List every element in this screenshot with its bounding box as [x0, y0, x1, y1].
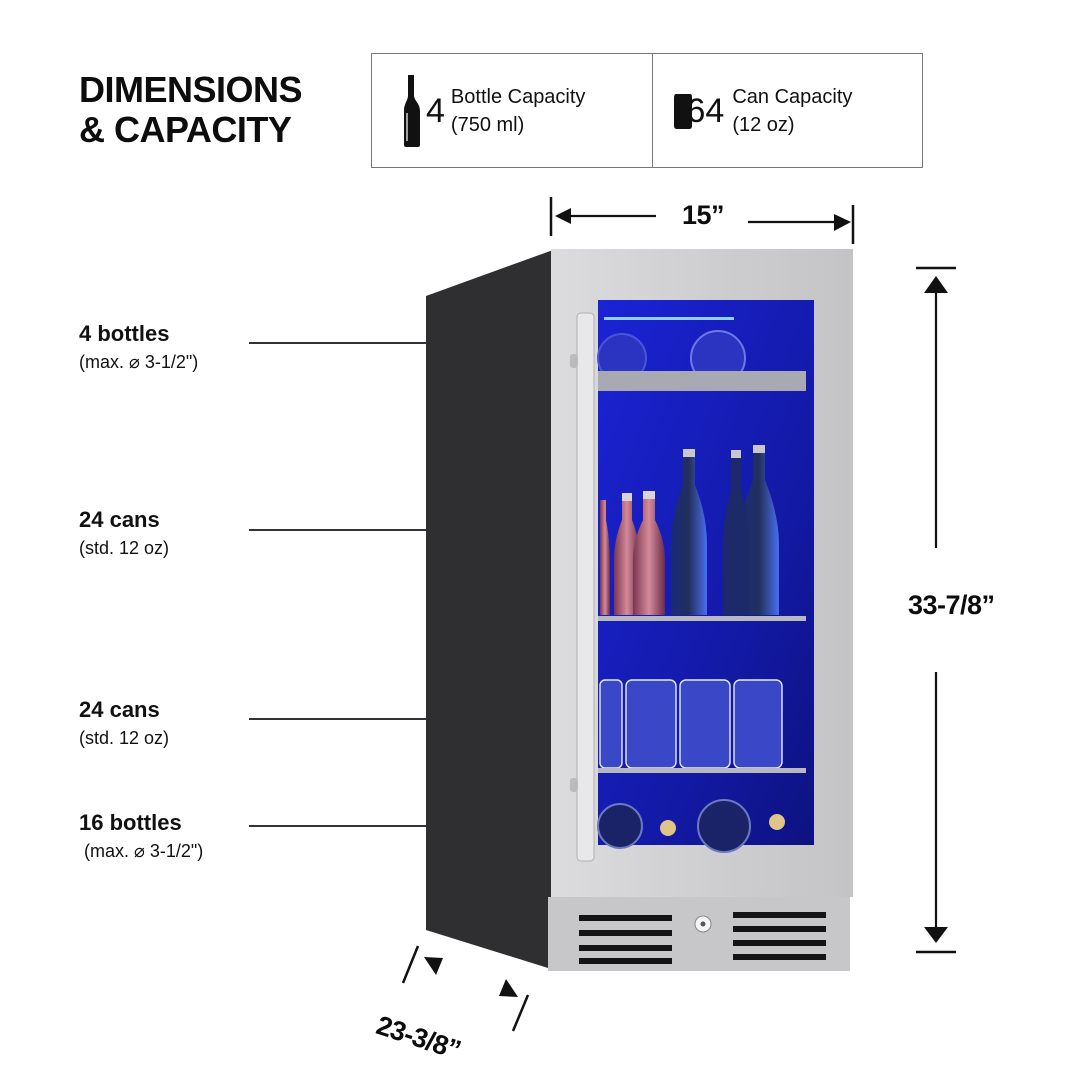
shelf: [598, 616, 806, 621]
page-title: DIMENSIONS & CAPACITY: [79, 69, 303, 150]
bottom-bottles: [597, 799, 785, 853]
shelf-label-top-bottles: 4 bottles (max. ⌀ 3-1/2"): [79, 320, 198, 376]
depth-dimension-arrow: [401, 945, 530, 1032]
title-line-2: & CAPACITY: [79, 109, 292, 150]
can-icon: [673, 92, 693, 130]
handle-mount: [570, 778, 578, 792]
cabinet-side-panel: [426, 250, 553, 968]
height-dimension-arrow: [916, 266, 956, 954]
bottle-capacity-cell: 4 Bottle Capacity (750 ml): [372, 54, 652, 167]
water-bottles: [671, 445, 779, 615]
can-capacity-sublabel: (12 oz): [732, 113, 795, 136]
vent-slots: [579, 912, 826, 964]
shelf: [598, 768, 806, 773]
shelf-label-bottom-bottles: 16 bottles (max. ⌀ 3-1/2"): [79, 809, 203, 865]
led-light: [604, 317, 734, 320]
shelf-label-main: 16 bottles: [79, 810, 182, 835]
bottle-capacity-label: Bottle Capacity: [450, 85, 586, 108]
shelf-label-lower-cans: 24 cans (std. 12 oz): [79, 696, 169, 752]
title-line-1: DIMENSIONS: [79, 69, 303, 110]
leader-line: [249, 825, 549, 827]
height-dimension-label: 33-7/8”: [908, 590, 995, 620]
can-capacity-cell: 64 Can Capacity (12 oz): [651, 54, 923, 167]
handle-mount: [570, 354, 578, 368]
leader-line: [249, 529, 549, 531]
width-dimension-label: 15”: [682, 200, 725, 230]
door-handle: [576, 312, 595, 862]
capacity-summary-box: 4 Bottle Capacity (750 ml) 64 Can Capaci…: [371, 53, 923, 168]
can-capacity-label: Can Capacity: [732, 85, 853, 108]
wine-bottle-icon: [402, 74, 422, 147]
shelf-label-main: 24 cans: [79, 507, 160, 532]
shelf-label-sub: (std. 12 oz): [79, 728, 170, 748]
pink-bottles: [600, 491, 665, 615]
shelf-trim-bar: [598, 371, 806, 391]
leader-line: [249, 718, 549, 720]
shelf-label-sub: (std. 12 oz): [79, 538, 170, 558]
leader-line: [249, 342, 549, 344]
shelf-label-sub: (max. ⌀ 3-1/2"): [79, 352, 199, 372]
shelf-label-upper-cans: 24 cans (std. 12 oz): [79, 506, 169, 562]
cans: [599, 679, 783, 769]
bottle-capacity-sublabel: (750 ml): [450, 113, 525, 136]
width-dimension-arrow: [549, 197, 855, 244]
shelf-label-sub: (max. ⌀ 3-1/2"): [79, 841, 204, 861]
can-capacity-count: 64: [686, 91, 725, 130]
shelf-label-main: 24 cans: [79, 697, 160, 722]
shelf-label-main: 4 bottles: [79, 321, 170, 346]
bottle-capacity-count: 4: [426, 91, 445, 130]
